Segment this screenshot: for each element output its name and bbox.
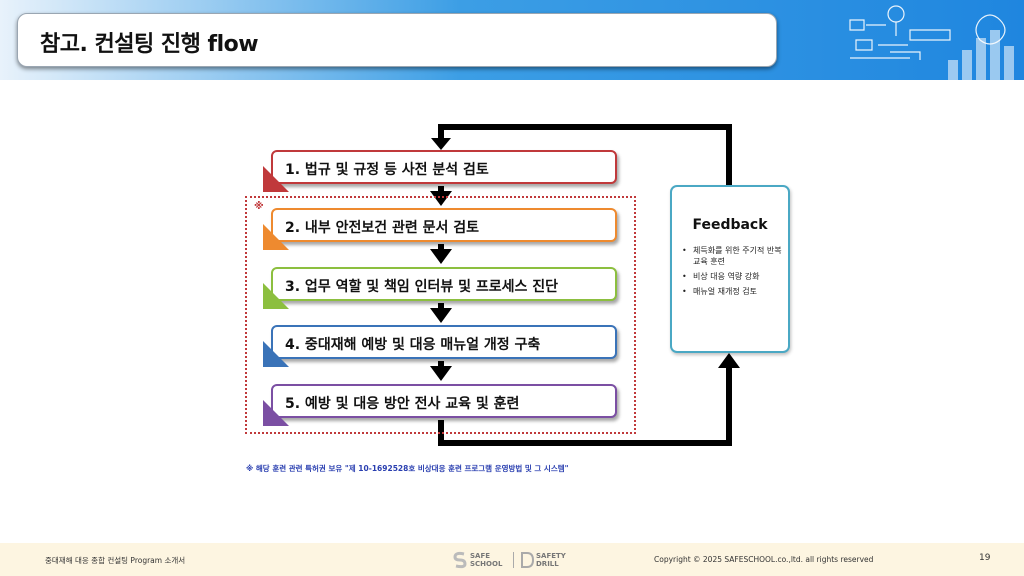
- safety-drill-logo-icon: [521, 552, 534, 568]
- step-5-box: 5. 예방 및 대응 방안 전사 교육 및 훈련: [271, 384, 617, 418]
- step-3-corner-icon: [263, 283, 289, 309]
- safety-drill-logo-line1: SAFETY: [536, 552, 566, 560]
- step-1-box: 1. 법규 및 규정 등 사전 분석 검토: [271, 150, 617, 184]
- safe-school-logo: SAFE SCHOOL: [452, 551, 508, 569]
- safety-drill-logo: SAFETY DRILL: [520, 551, 566, 569]
- safety-drill-logo-line2: DRILL: [536, 560, 559, 568]
- feedback-item: 체득화를 위한 주기적 반복 교육 훈련: [680, 245, 788, 267]
- feedback-list: 체득화를 위한 주기적 반복 교육 훈련 비상 대응 역량 강화 매뉴얼 재개정…: [680, 245, 788, 301]
- copyright-text: Copyright © 2025 SAFESCHOOL.co.,ltd. all…: [654, 555, 874, 564]
- footer: 중대재해 대응 종합 컨설팅 Program 소개서 SAFE SCHOOL S…: [0, 543, 1024, 576]
- dotted-highlight-frame: [245, 196, 636, 434]
- step-5-label: 5. 예방 및 대응 방안 전사 교육 및 훈련: [285, 396, 520, 412]
- tech-decoration-icon: [849, 5, 1014, 80]
- page-number: 19: [979, 553, 991, 563]
- step-3-label: 3. 업무 역할 및 책임 인터뷰 및 프로세스 진단: [285, 279, 559, 295]
- page-title: 참고. 컨설팅 진행 flow: [40, 32, 259, 57]
- step-5-corner-icon: [263, 400, 289, 426]
- feedback-item: 비상 대응 역량 강화: [680, 271, 788, 282]
- feedback-box: Feedback 체득화를 위한 주기적 반복 교육 훈련 비상 대응 역량 강…: [670, 185, 790, 353]
- step-2-label: 2. 내부 안전보건 관련 문서 검토: [285, 220, 479, 236]
- footer-doc-title: 중대재해 대응 종합 컨설팅 Program 소개서: [45, 556, 186, 565]
- safe-school-logo-line2: SCHOOL: [470, 560, 503, 568]
- feedback-item: 매뉴얼 재개정 검토: [680, 286, 788, 297]
- safe-school-logo-icon: [453, 551, 467, 569]
- step-4-box: 4. 중대재해 예방 및 대응 매뉴얼 개정 구축: [271, 325, 617, 359]
- reference-mark: ※: [254, 201, 264, 212]
- step-1-corner-icon: [263, 166, 289, 192]
- title-box: 참고. 컨설팅 진행 flow: [17, 13, 777, 67]
- step-2-corner-icon: [263, 224, 289, 250]
- patent-footnote: ※ 해당 훈련 관련 특허권 보유 "제 10-1692528호 비상대응 훈련…: [246, 464, 569, 473]
- step-4-corner-icon: [263, 341, 289, 367]
- step-3-box: 3. 업무 역할 및 책임 인터뷰 및 프로세스 진단: [271, 267, 617, 301]
- step-1-label: 1. 법규 및 규정 등 사전 분석 검토: [285, 162, 489, 178]
- feedback-title: Feedback: [692, 217, 768, 233]
- logo-separator: [513, 552, 514, 568]
- safe-school-logo-line1: SAFE: [470, 552, 491, 560]
- step-4-label: 4. 중대재해 예방 및 대응 매뉴얼 개정 구축: [285, 337, 541, 353]
- step-2-box: 2. 내부 안전보건 관련 문서 검토: [271, 208, 617, 242]
